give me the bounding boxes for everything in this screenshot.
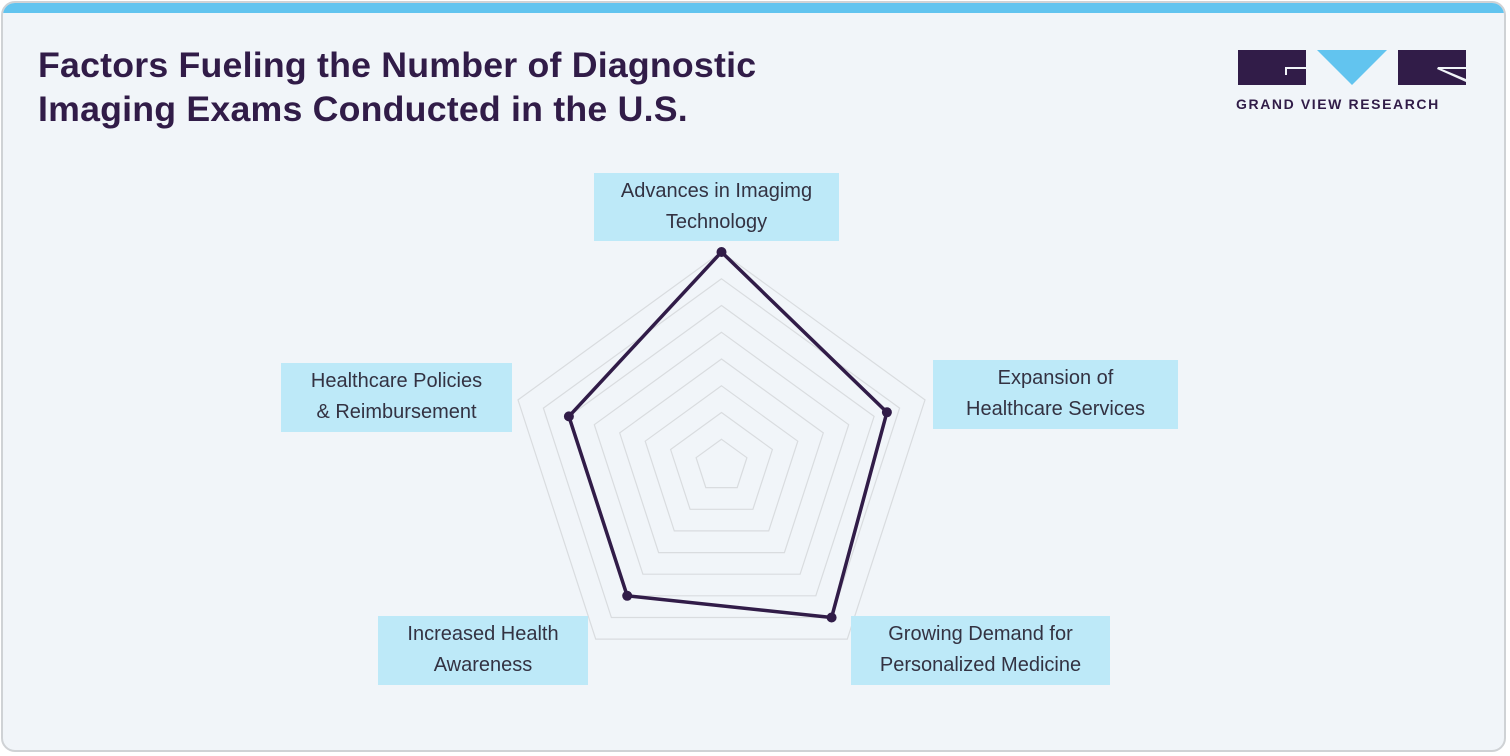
label-line: Healthcare Services xyxy=(966,398,1145,420)
gvr-logo-icon xyxy=(1238,50,1466,85)
data-point xyxy=(716,247,727,257)
label-line: Healthcare Policies xyxy=(310,370,483,392)
grid-ring xyxy=(542,278,901,619)
data-point xyxy=(826,612,837,623)
grid-ring xyxy=(568,304,875,597)
label-line: & Reimbursement xyxy=(316,401,477,423)
axis-label-policies-reimbursement: Healthcare Policies & Reimbursement xyxy=(281,363,512,432)
radar-series-line xyxy=(567,250,889,620)
page-title: Factors Fueling the Number of Diagnostic… xyxy=(38,44,756,132)
grid-ring xyxy=(695,438,748,489)
label-line: Personalized Medicine xyxy=(879,654,1082,676)
axis-label-health-awareness: Increased Health Awareness xyxy=(378,616,588,685)
data-point xyxy=(881,407,892,418)
radar-grid xyxy=(517,251,926,640)
accent-bar xyxy=(3,3,1504,13)
label-line: Awareness xyxy=(433,654,533,676)
label-line: Advances in Imagimg xyxy=(620,180,813,202)
axis-label-personalized-medicine: Growing Demand for Personalized Medicine xyxy=(851,616,1110,685)
title-line-1: Factors Fueling the Number of Diagnostic xyxy=(38,46,757,85)
label-line: Technology xyxy=(665,211,768,233)
radar-data-points xyxy=(563,247,892,623)
grid-ring xyxy=(593,331,850,575)
logo-text: GRAND VIEW RESEARCH xyxy=(1236,96,1440,112)
grid-ring xyxy=(517,251,926,640)
axis-label-advances-imaging: Advances in Imagimg Technology xyxy=(594,173,839,241)
grid-ring xyxy=(644,385,799,532)
label-line: Expansion of xyxy=(997,367,1114,389)
label-line: Increased Health xyxy=(407,623,559,645)
axis-label-expansion-services: Expansion of Healthcare Services xyxy=(933,360,1178,429)
data-point xyxy=(622,590,633,601)
grid-ring xyxy=(618,358,825,554)
grid-ring xyxy=(669,411,774,510)
title-line-2: Imaging Exams Conducted in the U.S. xyxy=(38,90,688,129)
label-line: Growing Demand for xyxy=(888,623,1073,645)
data-point xyxy=(563,411,574,422)
